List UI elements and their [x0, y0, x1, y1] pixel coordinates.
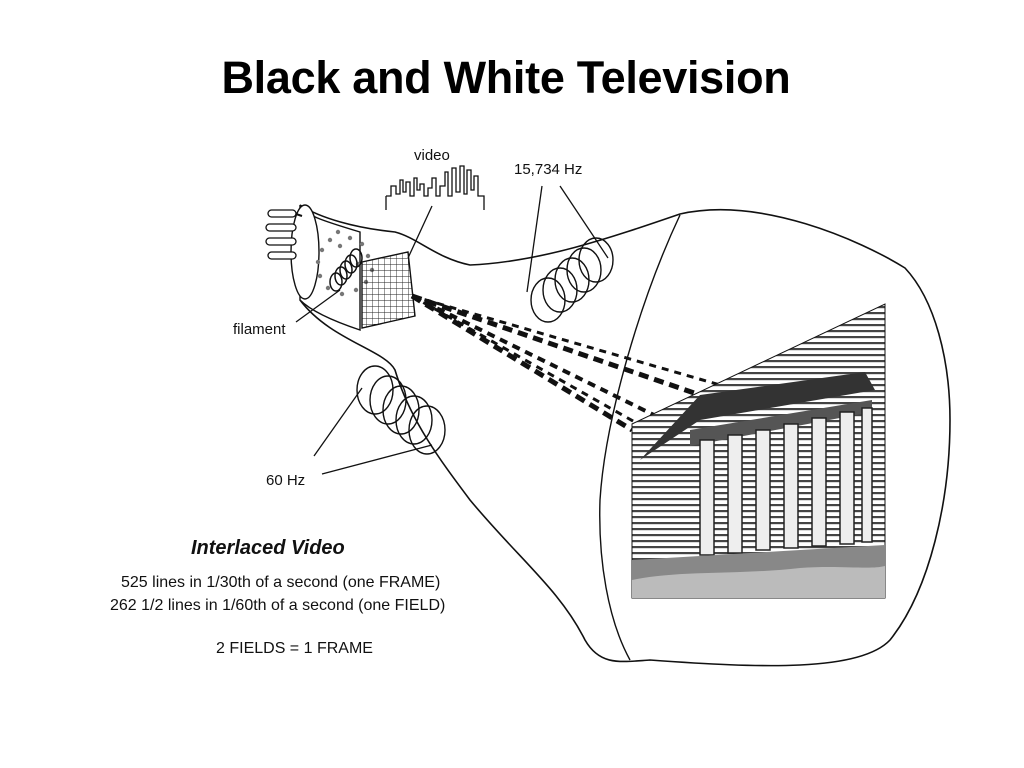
label-horizontal-frequency: 15,734 Hz [514, 161, 582, 178]
electron-gun [265, 204, 375, 331]
crt-tube-outline [299, 204, 951, 667]
label-vertical-frequency: 60 Hz [266, 472, 305, 489]
notes-line-2: 262 1/2 lines in 1/60th of a second (one… [110, 597, 445, 614]
leader-lines [295, 185, 609, 475]
notes-line-1: 525 lines in 1/30th of a second (one FRA… [121, 574, 440, 591]
screen-face-outline [599, 214, 681, 661]
label-filament: filament [233, 321, 286, 338]
filament-coil [329, 248, 363, 292]
electron-beams [410, 293, 721, 433]
vertical-deflection-coil [356, 365, 446, 455]
slide-title: Black and White Television [221, 52, 791, 103]
label-video: video [414, 147, 450, 164]
notes-line-3: 2 FIELDS = 1 FRAME [216, 640, 373, 657]
video-waveform [385, 165, 485, 210]
screen-image [631, 303, 886, 599]
control-grid [361, 251, 416, 329]
horizontal-deflection-coil [530, 237, 614, 323]
notes-heading: Interlaced Video [191, 537, 345, 559]
